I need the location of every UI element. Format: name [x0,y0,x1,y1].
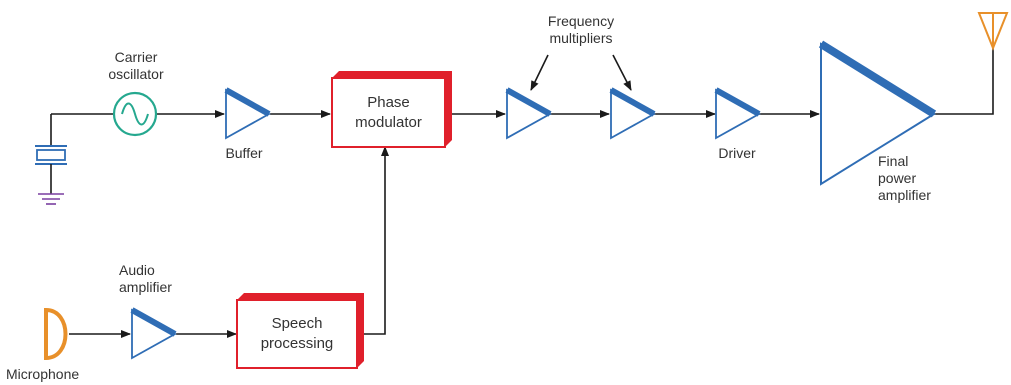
speech-processing-block [236,293,364,369]
phase-modulator-label-line-1: Phase [367,94,410,111]
frequency-multipliers-label: Frequency multipliers [528,13,634,47]
speech-processing-label-line-1: Speech [271,315,323,332]
final-power-amplifier-label: Final power amplifier [878,153,931,204]
carrier-oscillator-label-line-2: oscillator [108,66,164,82]
phase-modulator-block [331,71,452,148]
carrier-oscillator-label: Carrier oscillator [97,49,175,83]
final-power-amplifier-label-line-2: power [878,170,917,186]
signal-wires [51,48,994,338]
ground-icon [38,193,64,205]
frequency-multipliers-label-line-2: multipliers [549,30,613,46]
final-power-amplifier-label-line-3: amplifier [878,187,931,203]
speech-processing-label: Speech processing [237,314,357,354]
buffer-amplifier-icon [224,87,271,140]
final-power-amplifier-label-line-1: Final [878,153,909,169]
audio-amplifier-label-line-1: Audio [119,262,155,278]
carrier-oscillator-label-line-1: Carrier [114,49,158,65]
frequency-multiplier-1-icon [505,87,552,140]
audio-amplifier-label: Audio amplifier [119,262,172,296]
speech-processing-label-line-2: processing [260,335,334,352]
driver-amplifier-icon [714,87,761,140]
audio-amplifier-icon [130,307,177,360]
buffer-label: Buffer [225,145,263,161]
frequency-multiplier-2-icon [609,87,656,140]
pointer-to-multiplier-1 [530,54,549,91]
phase-modulator-label-line-2: modulator [355,114,422,131]
frequency-multipliers-label-line-1: Frequency [547,13,615,29]
crystal-icon [35,114,67,194]
driver-label: Driver [718,145,756,161]
wire-speech-to-modulator [362,146,389,335]
final-power-amplifier-icon [818,40,937,186]
antenna-icon [977,12,1009,51]
phase-modulator-label: Phase modulator [332,93,445,133]
pointer-to-multiplier-2 [612,54,632,91]
audio-amplifier-label-line-2: amplifier [119,279,172,295]
sine-oscillator-icon [112,91,158,137]
wire-final-to-antenna [933,48,994,115]
microphone-label: Microphone [6,366,80,382]
microphone-icon [44,307,68,361]
